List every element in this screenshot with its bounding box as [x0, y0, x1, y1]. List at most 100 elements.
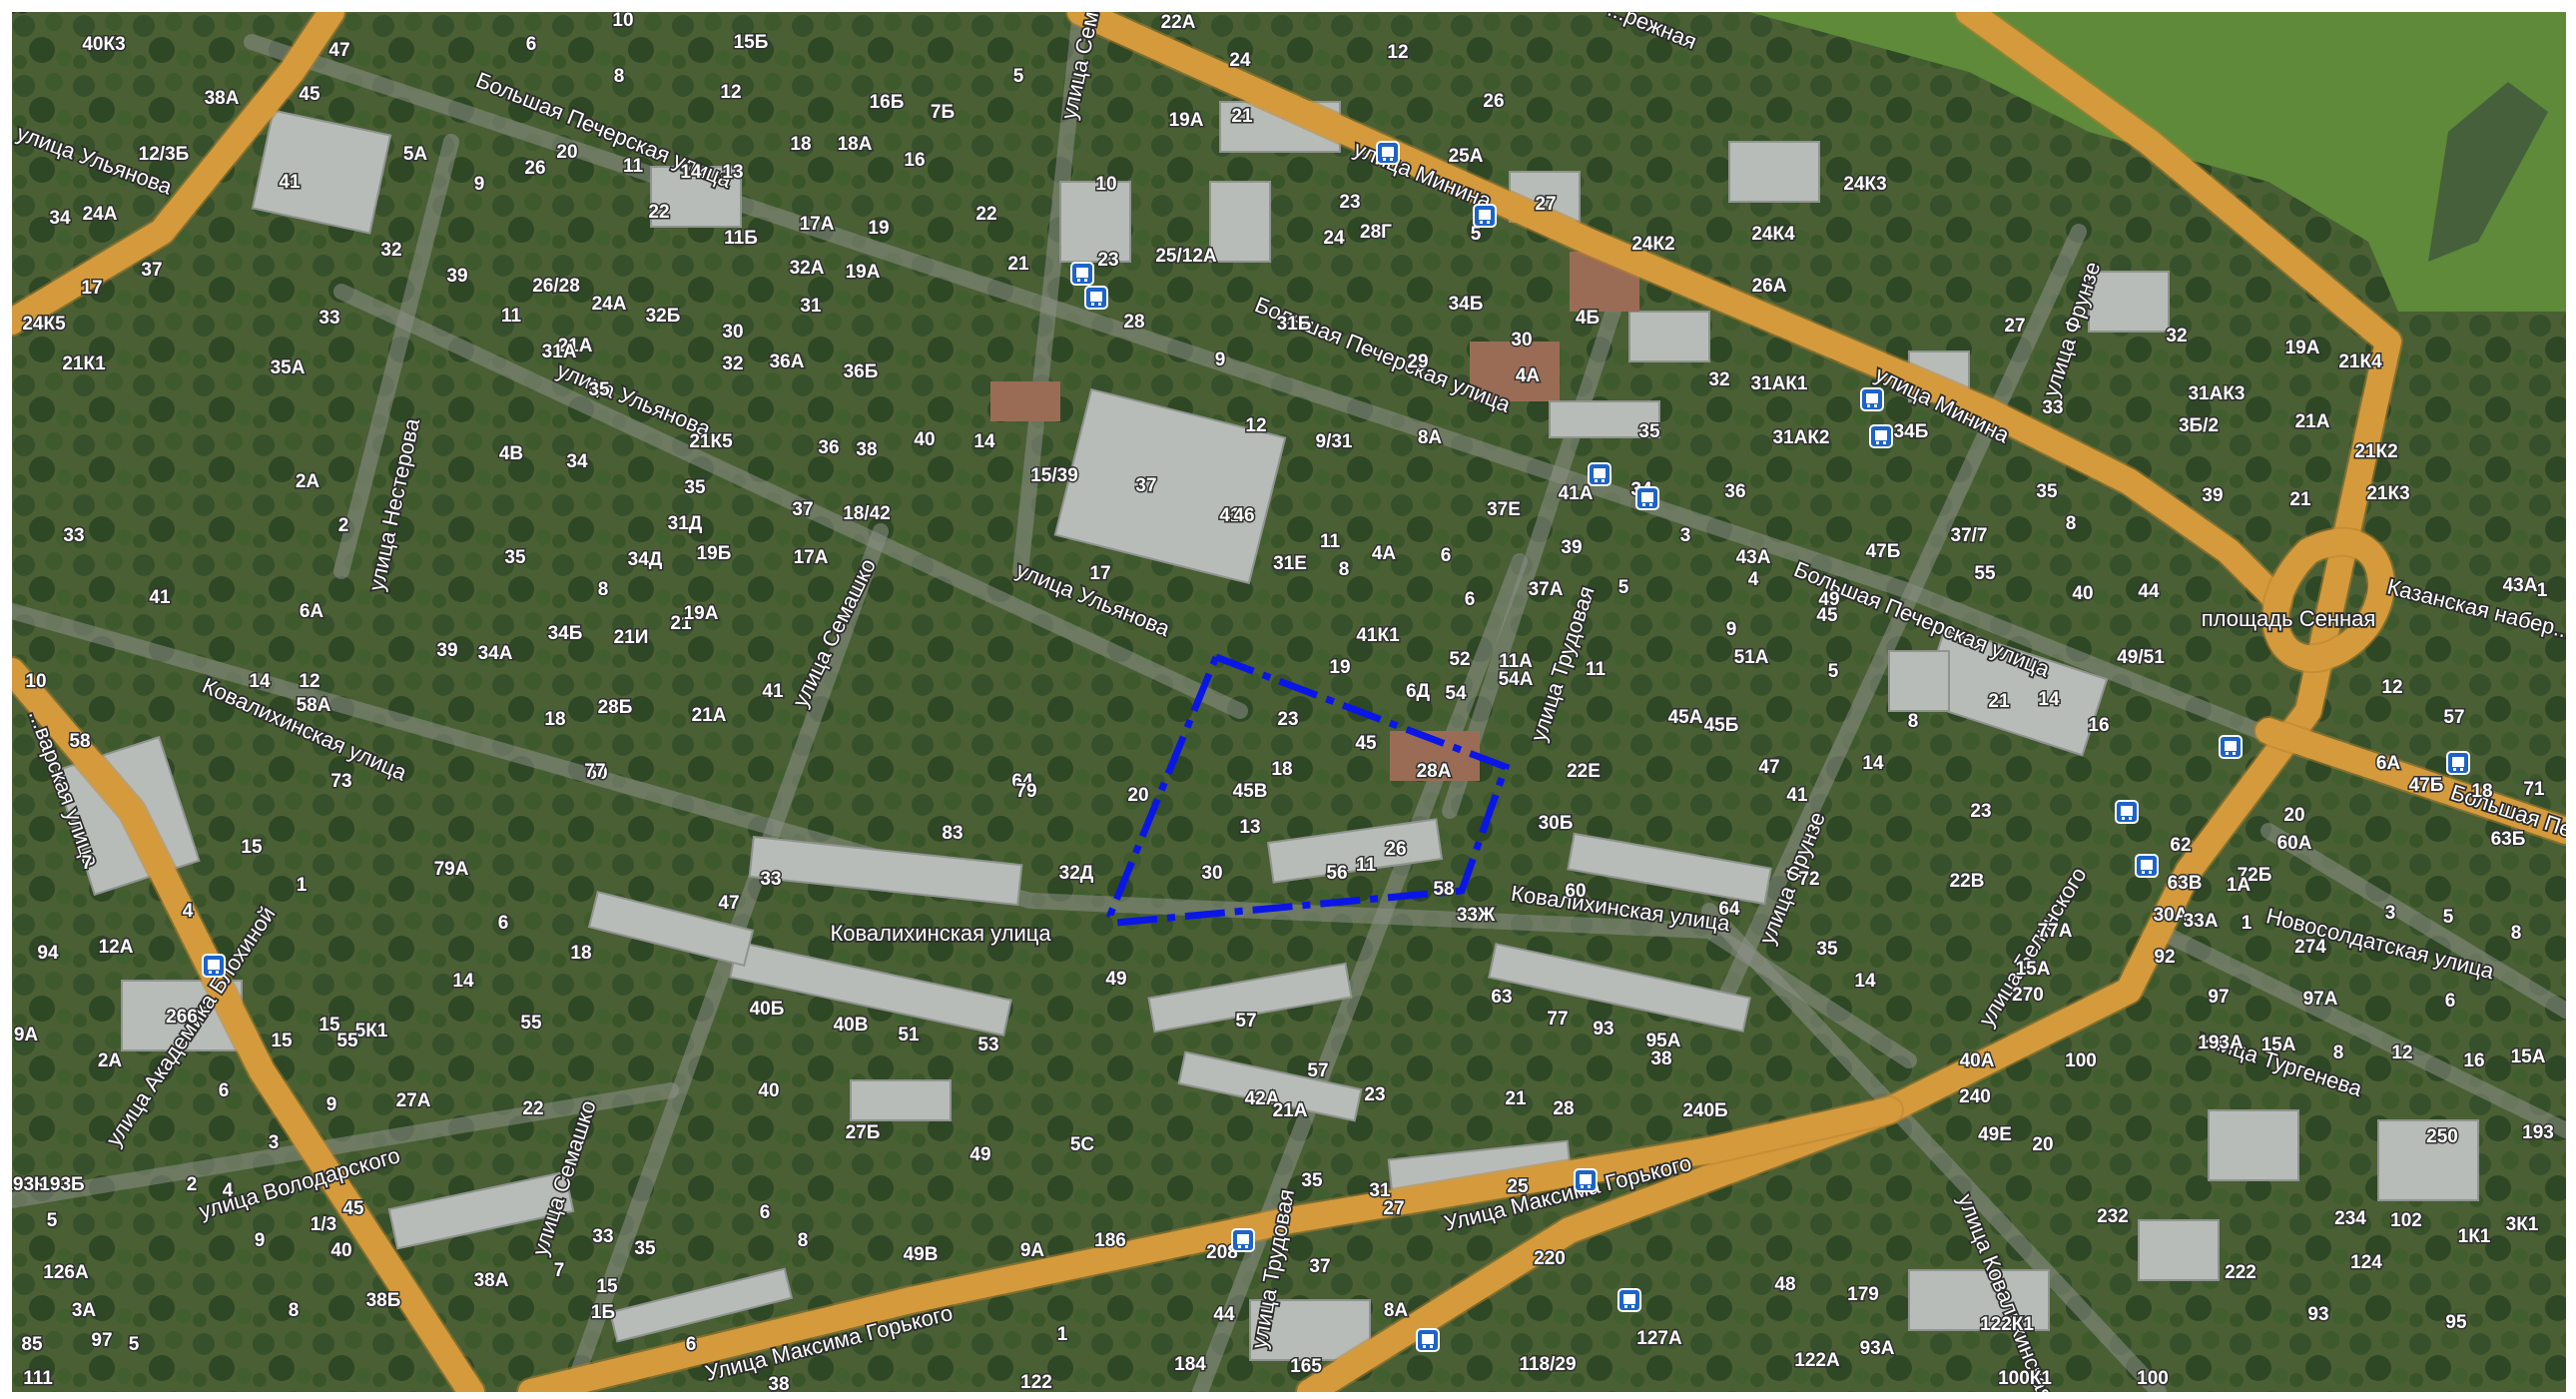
house-number-h160: 41К1 — [1356, 625, 1400, 646]
house-number-h192: 64 — [1011, 771, 1033, 792]
house-number-h366: 122 — [1020, 1372, 1052, 1392]
bus-stop-minina-4-icon[interactable] — [1869, 424, 1893, 448]
bus-stop-sennaya-3-icon[interactable] — [2219, 735, 2243, 759]
bus-stop-gorkogo-4-icon[interactable] — [1416, 1328, 1440, 1352]
house-number-h106: 4В — [499, 443, 523, 464]
house-number-h148: 55 — [1974, 563, 1996, 584]
house-number-h63: 33 — [319, 308, 339, 329]
house-number-h18: 12/3Б — [139, 144, 190, 165]
house-number-h288: 27А — [396, 1090, 431, 1111]
house-number-h194: 28А — [1417, 761, 1452, 782]
house-number-h238: 33Ж — [1457, 905, 1496, 926]
house-number-h342: 179 — [1847, 1284, 1879, 1305]
house-number-h284: 15А — [2511, 1047, 2546, 1067]
house-number-h227: 56 — [1326, 863, 1347, 884]
house-number-h68: 4Б — [1576, 308, 1600, 329]
house-number-h339: 15 — [596, 1276, 618, 1297]
house-number-h178: 14 — [2038, 689, 2060, 710]
bus-stop-gorkogo-2-icon[interactable] — [1574, 1168, 1598, 1192]
house-number-h4: 10 — [612, 12, 633, 31]
bus-stop-gorkogo-1-icon[interactable] — [1231, 1228, 1255, 1252]
house-number-h91: 38 — [856, 439, 877, 460]
house-number-h74: 21К4 — [2338, 351, 2382, 372]
house-number-h71: 27 — [2004, 316, 2025, 337]
house-number-h135: 43А — [1736, 547, 1771, 568]
project-boundary[interactable] — [1106, 652, 1511, 927]
house-number-h139: 41 — [149, 587, 171, 608]
house-number-h76: 35А — [271, 357, 306, 378]
house-number-h265: 57 — [1235, 1011, 1256, 1032]
house-number-h104: 2А — [296, 471, 321, 492]
house-number-h170: 41 — [762, 681, 784, 702]
house-number-h164: 45 — [1816, 605, 1838, 626]
bus-stop-sennaya-2-icon[interactable] — [2446, 751, 2470, 775]
house-number-h54: 24А — [592, 294, 627, 315]
house-number-h271: 97А — [2303, 989, 2338, 1010]
house-number-h260: 40Б — [750, 999, 785, 1020]
house-number-h62: 24К5 — [22, 314, 66, 335]
house-number-h270: 97 — [2208, 987, 2229, 1008]
house-number-h44: 5 — [1471, 224, 1482, 245]
house-number-h73: 19А — [2285, 338, 2320, 358]
house-number-h198: 14 — [1862, 753, 1884, 774]
house-number-h109: 37 — [792, 499, 813, 520]
house-number-h25: 13 — [722, 162, 743, 183]
house-number-h23: 11 — [623, 156, 644, 177]
house-number-h294: 21 — [1505, 1088, 1527, 1109]
house-number-h258: 15 — [319, 1015, 340, 1036]
house-number-h206: 20 — [1127, 785, 1148, 806]
house-number-h58: 21 — [1007, 254, 1029, 275]
map-canvas[interactable]: Большая Печерская улица Большая Печерска… — [12, 12, 2566, 1392]
house-number-h38: 11Б — [724, 228, 758, 249]
bus-stop-sennaya-1-icon[interactable] — [2115, 800, 2139, 824]
house-number-h364: 100 — [2137, 1368, 2169, 1389]
house-number-h158: 21 — [670, 613, 692, 634]
house-number-h358: 184 — [1174, 1354, 1206, 1375]
house-number-h159: 19А — [684, 603, 719, 624]
bus-stop-pecherskaya-1-icon[interactable] — [1070, 262, 1094, 286]
bus-stop-minina-1-icon[interactable] — [1376, 141, 1400, 165]
house-number-h308: 2 — [187, 1174, 198, 1195]
house-number-h29: 10 — [1095, 174, 1116, 195]
house-number-h208: 41 — [1786, 785, 1808, 806]
house-number-h315: 25 — [1507, 1176, 1529, 1197]
house-number-h365: 111 — [23, 1368, 53, 1389]
house-number-h7: 24 — [1229, 50, 1251, 71]
house-number-h239: 30А — [2154, 905, 2189, 926]
house-number-h248: 49 — [1105, 969, 1126, 990]
house-number-h166: 49/51 — [2117, 647, 2165, 668]
house-number-h10: 45 — [299, 84, 321, 105]
house-number-h190: 58 — [69, 731, 90, 752]
house-number-h141: 31Е — [1273, 553, 1307, 574]
house-number-h310: 45 — [342, 1198, 364, 1219]
house-number-h300: 3 — [269, 1132, 280, 1153]
house-number-h218: 60А — [2277, 833, 2312, 854]
bus-stop-minina-2-icon[interactable] — [1473, 204, 1497, 228]
house-number-h122: 35 — [504, 547, 526, 568]
house-number-h133: 39 — [1561, 537, 1582, 558]
bus-stop-pecherskaya-3-icon[interactable] — [1588, 462, 1611, 486]
house-number-h171: 19 — [1329, 657, 1350, 678]
house-number-h261: 40В — [834, 1015, 869, 1036]
water-strip — [2428, 82, 2548, 262]
bus-stop-pecherskaya-2-icon[interactable] — [1084, 286, 1108, 310]
satellite-map[interactable]: Большая Печерская улица Большая Печерска… — [12, 12, 2566, 1392]
bus-stop-belinskogo-icon[interactable] — [2135, 854, 2159, 878]
house-number-h37: 22 — [648, 202, 669, 223]
house-number-h174: 54А — [1499, 669, 1534, 690]
house-number-h311: 49 — [969, 1144, 990, 1165]
bus-stop-gorkogo-3-icon[interactable] — [1617, 1288, 1641, 1312]
open-field — [1749, 12, 2566, 312]
house-number-h90: 36 — [818, 437, 839, 458]
house-number-h108: 35 — [684, 477, 706, 498]
house-number-h116: 36 — [1724, 481, 1745, 502]
house-number-h107: 34 — [566, 451, 588, 472]
house-number-h273: 9А — [14, 1025, 39, 1046]
bus-stop-pecherskaya-4-icon[interactable] — [1635, 486, 1659, 510]
house-number-h292: 21А — [1273, 1100, 1308, 1121]
house-number-h168: 14 — [249, 671, 271, 692]
bus-stop-varvarskaya-icon[interactable] — [202, 954, 226, 978]
house-number-h32: 26 — [1483, 91, 1504, 112]
house-number-h337: 7 — [554, 1260, 565, 1281]
bus-stop-minina-3-icon[interactable] — [1860, 387, 1884, 411]
